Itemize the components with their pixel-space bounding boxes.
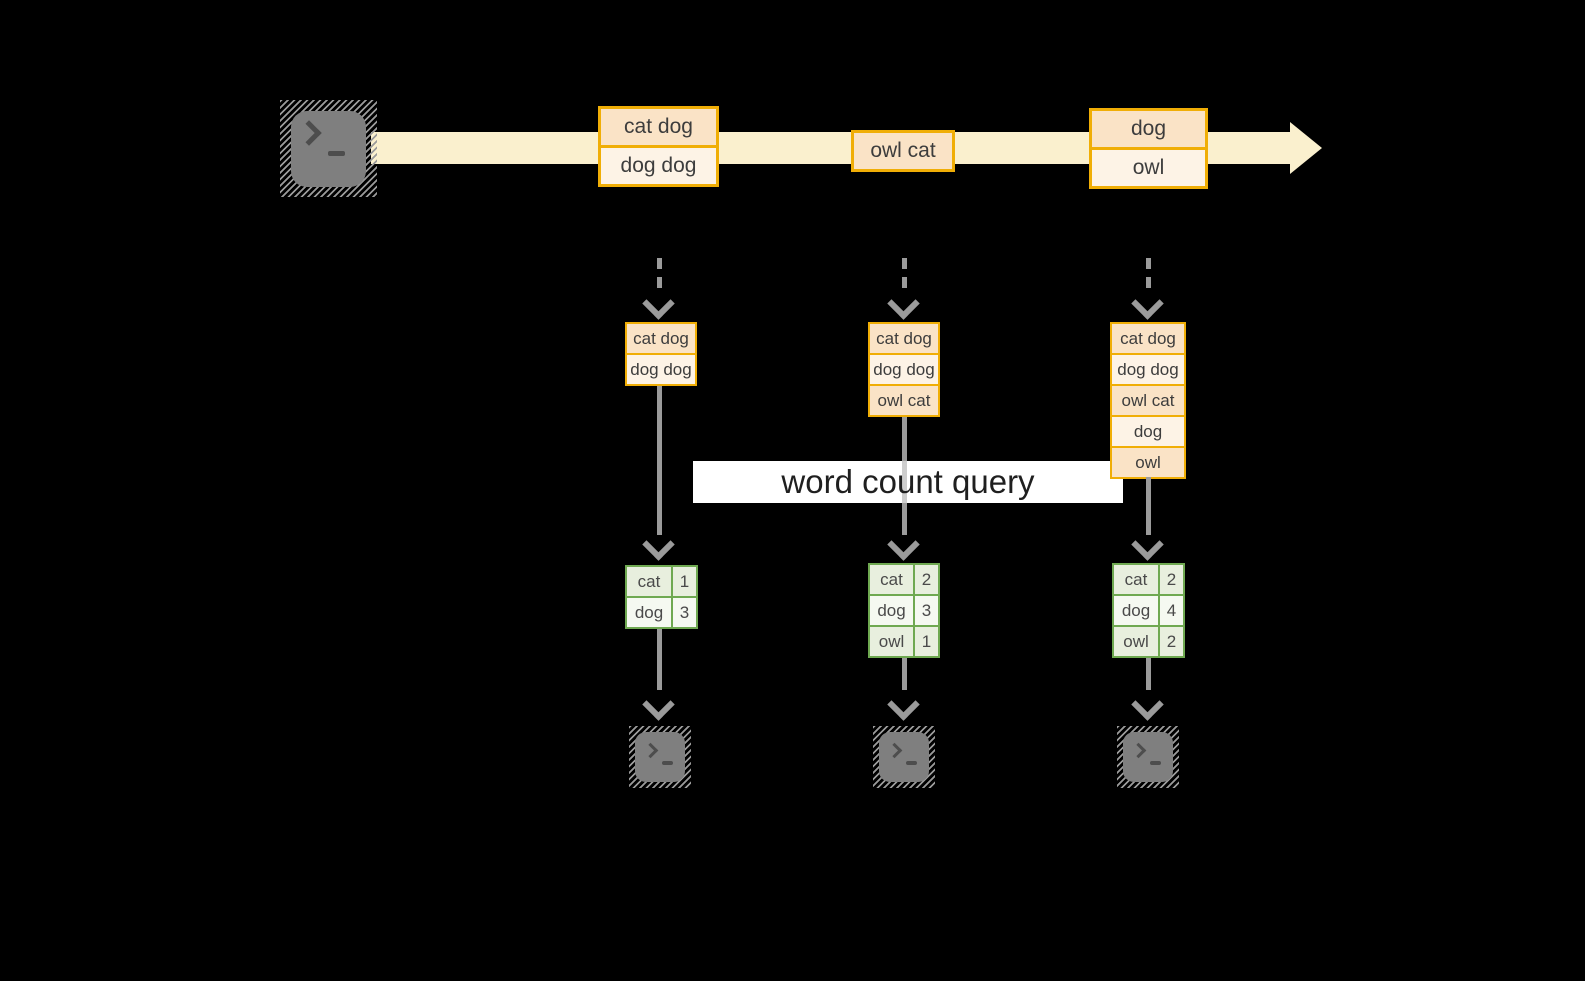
stream-event-box-1: cat dog dog dog (598, 106, 719, 187)
batch-row: cat dog (870, 324, 938, 353)
terminal-prompt-underscore-icon (906, 761, 917, 765)
sink-terminal-icon-1 (629, 726, 691, 788)
query-banner: word count query (693, 461, 1123, 503)
word-count-table-1: cat 1 dog 3 (625, 565, 698, 629)
arrow-head-icon (642, 688, 675, 721)
word-cell: owl (1123, 632, 1149, 651)
terminal-prompt-chevron-icon (1130, 742, 1147, 759)
word-cell: cat (880, 570, 903, 589)
batch-row: dog dog (870, 353, 938, 384)
connector-line (902, 656, 907, 690)
arrow-head-icon (887, 528, 920, 561)
terminal-body (879, 732, 929, 782)
batch-row: dog dog (627, 353, 695, 384)
micro-batch-3: cat dog dog dog owl cat dog owl (1110, 322, 1186, 479)
sink-terminal-icon-3 (1117, 726, 1179, 788)
word-cell: dog (634, 603, 664, 622)
batch-row: owl (1112, 446, 1184, 477)
terminal-prompt-underscore-icon (1150, 761, 1161, 765)
connector-line (657, 627, 662, 690)
micro-batch-2: cat dog dog dog owl cat (868, 322, 940, 417)
sink-terminal-icon-2 (873, 726, 935, 788)
table-row: cat 2 (870, 565, 938, 594)
terminal-prompt-chevron-icon (296, 120, 322, 146)
micro-batch-1: cat dog dog dog (625, 322, 697, 386)
table-row: owl 1 (870, 625, 938, 656)
dashed-arrow-line (1146, 258, 1151, 294)
batch-row: dog dog (1112, 353, 1184, 384)
batch-row: cat dog (1112, 324, 1184, 353)
batch-row: cat dog (627, 324, 695, 353)
table-row: dog 3 (627, 596, 696, 627)
count-cell: 2 (1158, 627, 1183, 656)
stream-arrow-head-icon (1290, 122, 1322, 174)
batch-row: dog (1112, 415, 1184, 446)
word-cell: cat (1124, 570, 1148, 589)
event-row: dog (1092, 111, 1205, 147)
terminal-body (291, 111, 366, 187)
count-cell: 2 (1158, 565, 1183, 594)
dashed-arrow-line (657, 258, 662, 294)
dashed-arrow-head-icon (642, 287, 675, 320)
word-count-table-2: cat 2 dog 3 owl 1 (868, 563, 940, 658)
word-count-table-3: cat 2 dog 4 owl 2 (1112, 563, 1185, 658)
terminal-prompt-underscore-icon (662, 761, 673, 765)
batch-row: owl cat (870, 384, 938, 415)
table-row: dog 4 (1114, 594, 1183, 625)
terminal-body (635, 732, 685, 782)
count-cell: 3 (671, 598, 696, 627)
arrow-head-icon (1131, 688, 1164, 721)
word-cell: cat (637, 572, 661, 591)
count-cell: 3 (913, 596, 938, 625)
dashed-arrow-head-icon (1131, 287, 1164, 320)
table-row: cat 1 (627, 567, 696, 596)
terminal-prompt-chevron-icon (886, 742, 903, 759)
connector-line (657, 384, 662, 535)
count-cell: 2 (913, 565, 938, 594)
arrow-head-icon (887, 688, 920, 721)
stream-event-box-3: dog owl (1089, 108, 1208, 189)
table-row: owl 2 (1114, 625, 1183, 656)
word-cell: dog (1121, 601, 1151, 620)
dashed-arrow-head-icon (887, 287, 920, 320)
event-row: owl cat (854, 133, 952, 169)
event-row: owl (1092, 147, 1205, 186)
batch-row: owl cat (1112, 384, 1184, 415)
terminal-prompt-chevron-icon (642, 742, 659, 759)
count-cell: 4 (1158, 596, 1183, 625)
terminal-prompt-underscore-icon (328, 151, 345, 156)
connector-line (1146, 477, 1151, 535)
count-cell: 1 (913, 627, 938, 656)
connector-line (1146, 656, 1151, 690)
stream-event-box-2: owl cat (851, 130, 955, 172)
dashed-arrow-line (902, 258, 907, 294)
query-banner-label: word count query (781, 463, 1035, 500)
event-row: dog dog (601, 145, 716, 184)
count-cell: 1 (671, 567, 696, 596)
event-row: cat dog (601, 109, 716, 145)
table-row: cat 2 (1114, 565, 1183, 594)
connector-line-overlay (902, 461, 907, 503)
arrow-head-icon (642, 528, 675, 561)
table-row: dog 3 (870, 594, 938, 625)
word-cell: dog (877, 601, 906, 620)
word-cell: owl (878, 632, 905, 651)
source-terminal-icon (280, 100, 377, 197)
terminal-body (1123, 732, 1173, 782)
